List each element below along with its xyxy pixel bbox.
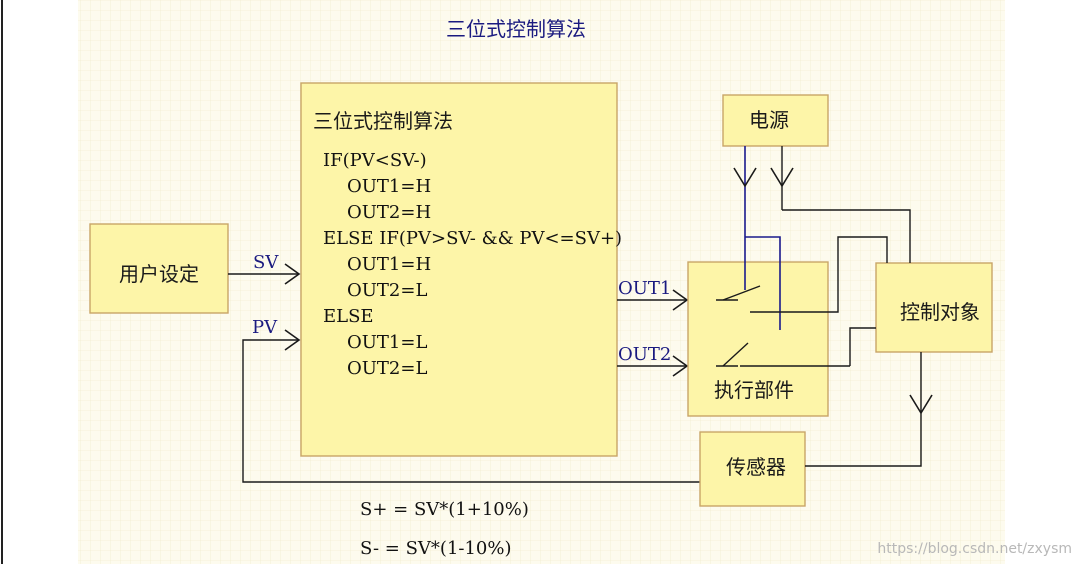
algorithm-code: IF(PV<SV-) OUT1=H OUT2=H ELSE IF(PV>SV- … xyxy=(323,150,622,379)
pv-arrow-head xyxy=(284,329,301,351)
code-line: OUT2=L xyxy=(347,358,427,379)
pv-label: PV xyxy=(252,317,278,338)
out2-arrow-head xyxy=(672,355,689,377)
power-label: 电源 xyxy=(749,108,789,132)
code-line: OUT1=L xyxy=(347,332,427,353)
user-setting-box xyxy=(89,223,229,314)
sensor-box xyxy=(699,431,806,507)
power-arrow-head-right xyxy=(770,167,794,188)
control-object-box xyxy=(875,262,993,353)
algorithm-heading: 三位式控制算法 xyxy=(313,109,453,133)
power-supply-wiring xyxy=(733,146,911,330)
code-line: OUT1=H xyxy=(347,176,431,197)
out1-label: OUT1 xyxy=(618,278,671,299)
actuator-box xyxy=(687,261,829,417)
power-arrow-head-left xyxy=(733,167,757,188)
code-line: OUT2=L xyxy=(347,280,427,301)
pv-feedback-wire xyxy=(242,339,700,483)
code-line: OUT2=H xyxy=(347,202,431,223)
code-line: ELSE IF(PV>SV- && PV<=SV+) xyxy=(323,228,622,249)
code-line: ELSE xyxy=(323,306,374,327)
out2-label: OUT2 xyxy=(618,344,671,365)
diagram-title: 三位式控制算法 xyxy=(446,17,586,41)
actuator-label: 执行部件 xyxy=(714,378,794,402)
formula-s-minus: S- = SV*(1-10%) xyxy=(360,538,512,559)
sv-label: SV xyxy=(253,252,279,273)
relay-switch-1 xyxy=(716,236,888,313)
power-box xyxy=(722,94,829,147)
out1-arrow-head xyxy=(672,289,689,311)
control-object-label: 控制对象 xyxy=(900,300,980,324)
sv-arrow-head xyxy=(284,263,301,285)
relay-switch-2 xyxy=(716,327,876,367)
object-to-sensor-wire xyxy=(805,352,922,467)
sensor-label: 传感器 xyxy=(726,455,786,479)
code-line: OUT1=H xyxy=(347,254,431,275)
user-setting-label: 用户设定 xyxy=(119,262,199,286)
formula-s-plus: S+ = SV*(1+10%) xyxy=(360,499,529,520)
object-arrow-head xyxy=(909,394,933,415)
algorithm-box xyxy=(300,82,618,457)
code-line: IF(PV<SV-) xyxy=(323,150,427,171)
watermark: https://blog.csdn.net/zxysm xyxy=(877,541,1072,557)
